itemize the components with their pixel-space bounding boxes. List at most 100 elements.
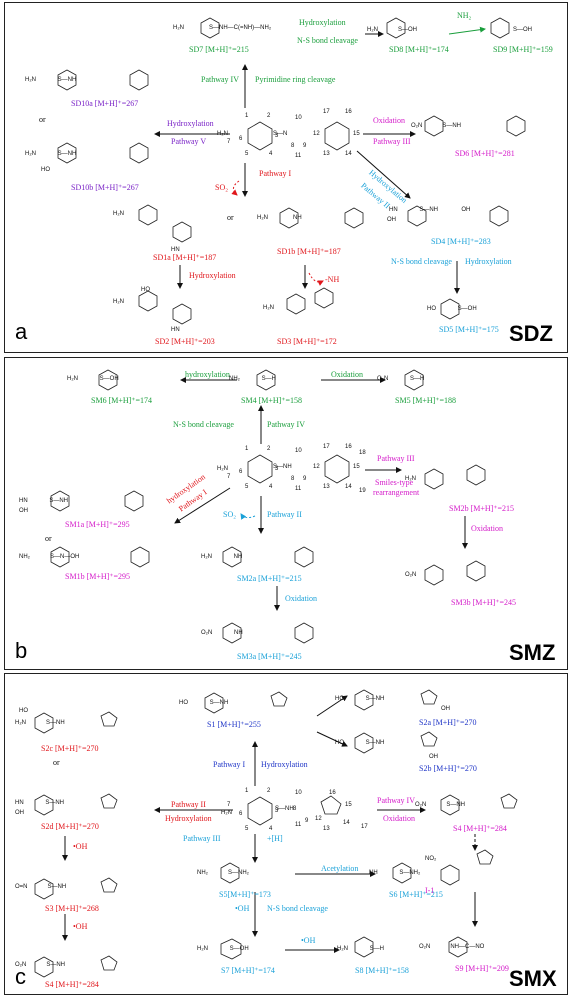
so2-loss-label: SO₂	[215, 183, 229, 192]
s1-label: S1 [M+H]⁺=255	[207, 720, 261, 729]
s2b-structure: HO S—NH	[335, 740, 385, 746]
smx-atom-4: 4	[269, 826, 273, 832]
panel-a-arrows	[57, 17, 526, 325]
smx-atom-10: 10	[295, 790, 302, 796]
smx-atom-3: 3	[275, 808, 279, 814]
plus-h-label: +[H]	[267, 834, 283, 843]
pathway-iv-label-c: Pathway IV	[377, 796, 415, 805]
smz-atom-8: 8	[291, 476, 295, 482]
s5-label: S5[M+H]⁺=173	[219, 890, 271, 899]
s3-label: S3 [M+H]⁺=268	[45, 904, 99, 913]
sd1a-label: SD1a [M+H]⁺=187	[153, 253, 217, 262]
sdz-atom-12: 12	[313, 131, 320, 137]
s2d-oh: OH	[15, 810, 24, 816]
sdz-atom-5: 5	[245, 151, 249, 157]
hydroxylation-label-sd10: Hydroxylation	[167, 119, 214, 128]
smz-atom-9: 9	[303, 476, 307, 482]
pathway-ii-label-b: Pathway II	[267, 510, 302, 519]
smx-atom-11: 11	[295, 822, 302, 828]
smx-atom-1: 1	[245, 788, 249, 794]
smz-atom-11: 11	[295, 486, 302, 492]
oxidation-label-sm3a: Oxidation	[285, 594, 317, 603]
ns-cleavage-label-sm4: N-S bond cleavage	[173, 420, 234, 429]
oxidation-label-sd6: Oxidation	[373, 116, 405, 125]
hydroxylation-label-sd5: Hydroxylation	[465, 257, 512, 266]
sd3-structure: H₂N	[263, 305, 274, 311]
oh-radical-2: •OH	[73, 922, 88, 931]
so2-loss-label-b: SO₂	[223, 510, 237, 519]
sdz-atom-11: 11	[295, 153, 302, 159]
sm2a-label: SM2a [M+H]⁺=215	[237, 574, 302, 583]
panel-c-arrows	[34, 689, 518, 978]
sdz-atom-6: 6	[239, 136, 243, 142]
pathway-iii-label-c: Pathway III	[183, 834, 221, 843]
compound-name-smx: SMX	[509, 966, 557, 991]
sd10b-oh: HO	[41, 167, 50, 173]
ns-cleavage-label-sd8: N-S bond cleavage	[297, 36, 358, 45]
sm1a-structure: HN S—NH	[19, 498, 69, 504]
s2d-structure: HN S—NH	[15, 800, 65, 806]
panel-letter-a: a	[15, 319, 28, 344]
s8-structure: H₂N S—H	[337, 946, 385, 952]
compound-name-sdz: SDZ	[509, 321, 553, 346]
oh-radical-3: •OH	[235, 904, 250, 913]
smz-atom-19: 19	[359, 488, 366, 494]
oh-radical-1: •OH	[73, 842, 88, 851]
sm1a-oh: OH	[19, 508, 28, 514]
sm2b-label: SM2b [M+H]⁺=215	[449, 504, 515, 513]
s4-right-label: S4 [M+H]⁺=284	[453, 824, 507, 833]
sd4-oh: OH	[387, 217, 396, 223]
sm3b-structure: O₂N	[405, 572, 417, 578]
sm6-label: SM6 [M+H]⁺=174	[91, 396, 153, 405]
smz-atom-7: 7	[227, 474, 231, 480]
sd10b-label: SD10b [M+H]⁺=267	[71, 183, 139, 192]
smx-atom-8: 8	[293, 806, 297, 812]
pathway-i-label-c: Pathway I	[213, 760, 246, 769]
panel-letter-c: c	[15, 964, 26, 989]
sd6-structure: O₂N S—NH	[411, 123, 462, 129]
s7-label: S7 [M+H]⁺=174	[221, 966, 275, 975]
s9-label: S9 [M+H]⁺=209	[455, 964, 509, 973]
hydroxylation-label-sm6: hydroxylation	[185, 370, 230, 379]
sm1b-label: SM1b [M+H]⁺=295	[65, 572, 131, 581]
s2a-structure: HO S—NH	[335, 696, 385, 702]
pathway-v-label: Pathway V	[171, 137, 207, 146]
sm3a-structure: O₂N NH	[201, 630, 243, 636]
sdz-atom-16: 16	[345, 109, 352, 115]
s2c-label: S2c [M+H]⁺=270	[41, 744, 99, 753]
sd9-label: SD9 [M+H]⁺=159	[493, 45, 553, 54]
smx-structure-left: H₂N	[221, 810, 232, 816]
sm5-structure: O₂N S—H	[377, 376, 425, 382]
smx-atom-9: 9	[305, 818, 309, 824]
sdz-atom-7: 7	[227, 139, 231, 145]
sdz-atom-4: 4	[269, 151, 273, 157]
smz-atom-3: 3	[275, 466, 279, 472]
smx-atom-15: 15	[345, 802, 352, 808]
panel-letter-b: b	[15, 638, 28, 663]
sm3b-label: SM3b [M+H]⁺=245	[451, 598, 517, 607]
sd10b-structure: H₂N S—NH	[25, 151, 77, 157]
i1-structure: NO₂	[425, 856, 437, 862]
smz-atom-18: 18	[359, 450, 366, 456]
sd10a-structure: H₂N S—NH	[25, 77, 77, 83]
sd5-structure: HO S—OH	[427, 306, 477, 312]
sdz-atom-10: 10	[295, 115, 302, 121]
smz-structure-left: H₂N	[217, 466, 228, 472]
panel-b-smz: H₂N S—OH SM6 [M+H]⁺=174 hydroxylation NH…	[4, 357, 568, 670]
smx-atom-5: 5	[245, 826, 249, 832]
smx-atom-6: 6	[239, 811, 243, 817]
sm1a-label: SM1a [M+H]⁺=295	[65, 520, 130, 529]
hydroxylation-label-s1: Hydroxylation	[261, 760, 308, 769]
sdz-atom-8: 8	[291, 143, 295, 149]
smz-atom-13: 13	[323, 484, 330, 490]
smz-atom-12: 12	[313, 464, 320, 470]
pathway-iv-label: Pathway IV	[201, 75, 239, 84]
smz-atom-6: 6	[239, 469, 243, 475]
rearrangement-label: rearrangement	[373, 488, 420, 497]
panel-b-arrows	[50, 369, 486, 644]
acetylation-label: Acetylation	[321, 864, 359, 873]
sm5-label: SM5 [M+H]⁺=188	[395, 396, 457, 405]
ns-cleavage-label-s7: N-S bond cleavage	[267, 904, 328, 913]
smx-atom-13: 13	[323, 826, 330, 832]
oxidation-label-sm3b: Oxidation	[471, 524, 503, 533]
